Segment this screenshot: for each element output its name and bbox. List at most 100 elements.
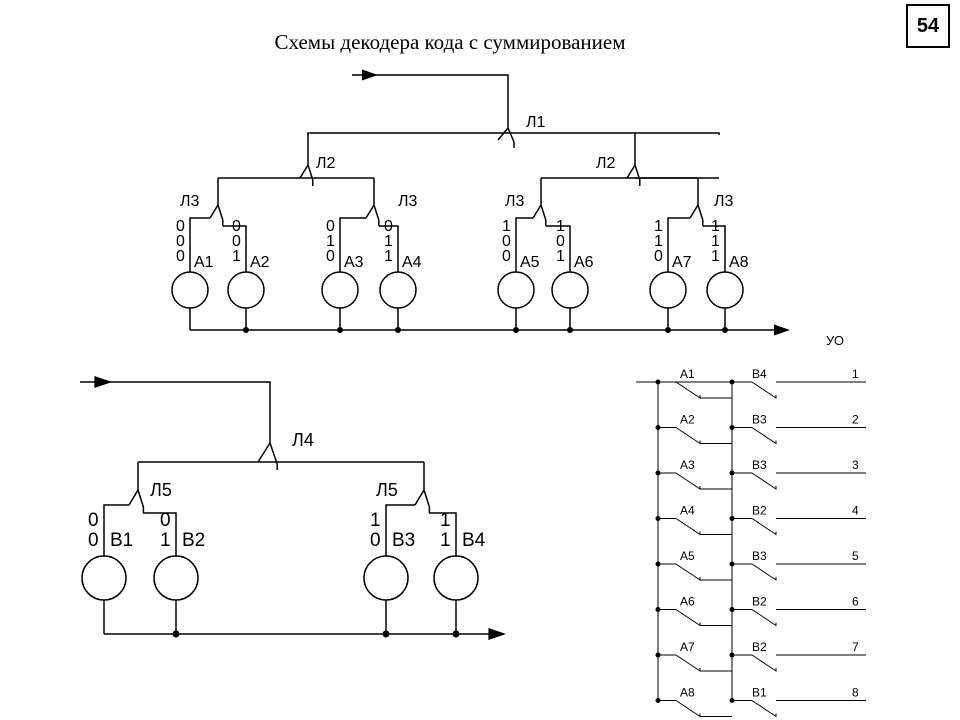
relay-coil-b4 <box>433 555 479 601</box>
node-l1-right-tine <box>507 127 515 148</box>
node-l4-right-tine <box>269 442 278 470</box>
node-l2-1-left-tine <box>299 164 309 179</box>
contact-b-label-row7: В2 <box>752 640 767 654</box>
bit-a6-2: 0 <box>556 233 565 250</box>
bit-a7-2: 1 <box>654 233 663 250</box>
bit-a5-1: 1 <box>502 218 511 235</box>
bit-b3-1: 1 <box>370 510 381 531</box>
branch-a4 <box>379 225 399 272</box>
contact-b-label-row1: В4 <box>752 367 767 381</box>
contact-a-label-row2: А2 <box>680 413 695 427</box>
branch-a1 <box>189 217 210 272</box>
branch-b1 <box>103 504 129 556</box>
branch-a3 <box>339 217 366 272</box>
node-label-l3-4: Л3 <box>714 193 734 210</box>
node-l2-2-right-tine <box>634 164 641 186</box>
node-l1-left-tine <box>497 127 509 141</box>
bit-a3-3: 0 <box>326 248 335 265</box>
output-label-b2: В2 <box>182 530 205 551</box>
contact-a-blade-row1 <box>675 381 701 399</box>
slide-number: 54 <box>916 14 940 37</box>
relay-coil-a7 <box>649 271 687 309</box>
bit-b3-2: 0 <box>370 530 381 551</box>
bit-a8-1: 1 <box>711 218 720 235</box>
contact-a-blade-row6 <box>675 609 701 627</box>
output-number-row5: 5 <box>852 549 859 563</box>
bit-b1-1: 0 <box>88 510 99 531</box>
output-number-row4: 4 <box>852 504 859 518</box>
contact-a-label-row3: А3 <box>680 458 695 472</box>
bit-a1-3: 0 <box>176 248 185 265</box>
node-l5-2-right-tine <box>423 489 431 513</box>
contact-b-blade-row5 <box>751 563 777 581</box>
contact-a-label-row5: А5 <box>680 549 695 563</box>
contact-b-label-row3: В3 <box>752 458 767 472</box>
relay-coil-a2 <box>227 271 265 309</box>
contact-a-label-row1: А1 <box>680 367 695 381</box>
matrix-rail-b <box>658 381 733 700</box>
relay-coil-b3 <box>363 555 409 601</box>
node-l3-1-left-tine <box>209 204 219 219</box>
node-l5-2-left-tine <box>414 489 425 506</box>
bit-a2-1: 0 <box>232 218 241 235</box>
node-l4-left-tine <box>257 442 271 463</box>
output-label-a2: А2 <box>250 254 270 271</box>
output-label-a5: А5 <box>520 254 540 271</box>
contact-b-label-row5: В3 <box>752 549 767 563</box>
node-label-l4: Л4 <box>292 430 314 450</box>
node-l3-2-right-tine <box>373 204 380 226</box>
node-l3-2-left-tine <box>365 204 375 219</box>
output-label-a4: А4 <box>402 254 422 271</box>
bit-a1-2: 0 <box>176 233 185 250</box>
contact-b-blade-row6 <box>751 609 777 627</box>
contact-b-label-row4: В2 <box>752 504 767 518</box>
node-l2-2-left-tine <box>626 164 636 179</box>
node-l2-1-right-tine <box>307 164 314 186</box>
branch-b4 <box>429 512 457 556</box>
bit-b1-2: 0 <box>88 530 99 551</box>
bit-a7-3: 0 <box>654 248 663 265</box>
contact-b-blade-row2 <box>751 427 777 445</box>
node-l3-3-left-tine <box>532 204 542 219</box>
output-label-b1: В1 <box>110 530 133 551</box>
node-label-l3-3: Л3 <box>505 193 525 210</box>
node-l3-1-right-tine <box>217 204 224 226</box>
bit-b4-2: 1 <box>440 530 451 551</box>
node-label-l3-2: Л3 <box>398 193 418 210</box>
output-label-a7: А7 <box>672 254 692 271</box>
input-arrow-bottom <box>94 375 112 389</box>
bit-a2-3: 1 <box>232 248 241 265</box>
contact-b-label-row6: В2 <box>752 595 767 609</box>
relay-coil-b1 <box>81 555 127 601</box>
bit-a8-3: 1 <box>711 248 720 265</box>
output-label-b3: В3 <box>392 530 415 551</box>
bit-a3-2: 1 <box>326 233 335 250</box>
bit-a4-2: 1 <box>384 233 393 250</box>
contact-b-blade-row4 <box>751 518 777 536</box>
node-label-l5-1: Л5 <box>150 480 172 500</box>
relay-coil-a4 <box>379 271 417 309</box>
bus-l1 <box>307 132 720 135</box>
node-l5-1-right-tine <box>137 489 145 513</box>
contact-a-blade-row3 <box>675 472 701 490</box>
bit-a4-3: 1 <box>384 248 393 265</box>
bit-b2-2: 1 <box>160 530 171 551</box>
output-number-row2: 2 <box>852 413 859 427</box>
output-label-b4: В4 <box>462 530 486 551</box>
contact-b-blade-row8 <box>751 700 777 718</box>
node-l3-3-right-tine <box>540 204 547 226</box>
bit-a6-3: 1 <box>556 248 565 265</box>
matrix-label-uo: УО <box>826 333 844 348</box>
input-line-bottom <box>80 381 271 418</box>
relay-coil-b2 <box>153 555 199 601</box>
contact-a-label-row6: А6 <box>680 595 695 609</box>
relay-coil-a1 <box>171 271 209 309</box>
output-arrow-top <box>774 324 790 336</box>
output-label-a6: А6 <box>574 254 594 271</box>
input-line-top <box>352 74 509 110</box>
bit-a6-1: 1 <box>556 218 565 235</box>
contact-a-label-row8: А8 <box>680 686 695 700</box>
node-label-l3-1: Л3 <box>180 193 200 210</box>
contact-b-blade-row7 <box>751 654 777 672</box>
